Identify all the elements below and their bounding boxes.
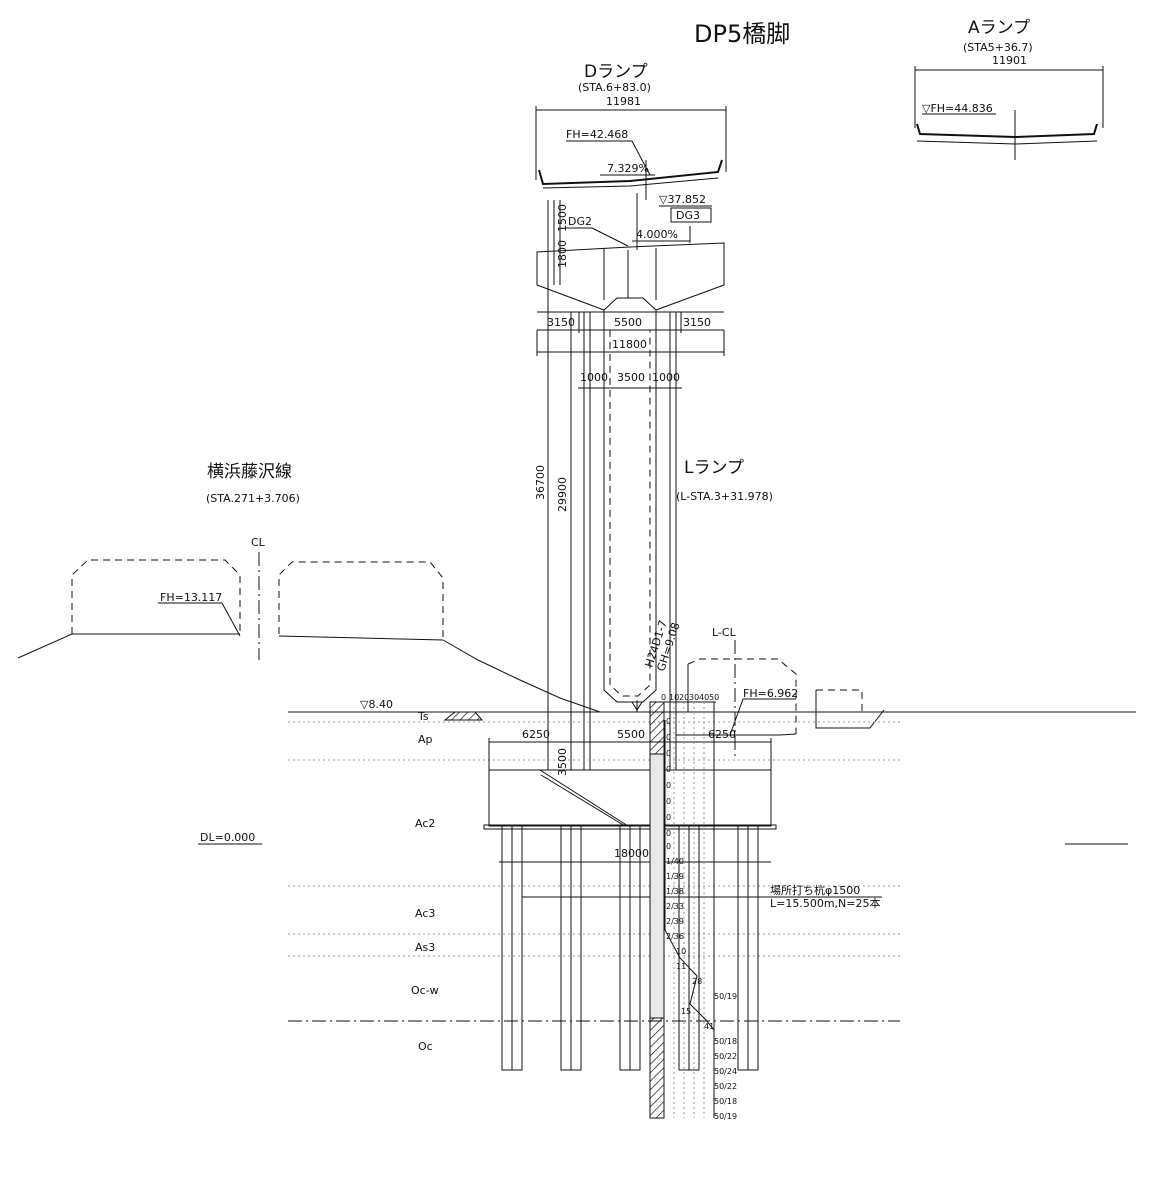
boring-fill-upper: [649, 701, 665, 755]
n-value-6: 0: [666, 797, 671, 806]
scale-0: 0: [661, 693, 666, 702]
n-value-18: 28: [692, 977, 702, 986]
scale-40: 40: [699, 693, 709, 702]
n-value-24: 50/24: [714, 1067, 737, 1076]
cap-dim-mid: 5500: [614, 316, 642, 329]
n-value-22: 50/18: [714, 1037, 737, 1046]
d-ramp-section: Dランプ (STA.6+83.0) 11981 FH=42.468 7.329%: [535, 62, 727, 200]
n-value-20: 15: [681, 1007, 691, 1016]
n-value-7: 0: [666, 813, 671, 822]
col-h-column: 29900: [556, 477, 569, 512]
yoko-name: 横浜藤沢線: [207, 462, 292, 482]
scale-50: 50: [709, 693, 719, 702]
n-value-23: 50/22: [714, 1052, 737, 1061]
n-value-19: 50/19: [714, 992, 737, 1001]
a-ramp-fh: ▽FH=44.836: [922, 102, 993, 115]
n-value-25: 50/22: [714, 1082, 737, 1091]
n-value-11: 1/39: [666, 872, 684, 881]
footing-dim-mid: 5500: [617, 728, 645, 741]
drawing-title: DP5橋脚: [694, 20, 790, 48]
layer-ac2: Ac2: [415, 817, 435, 830]
layer-oc-w: Oc-w: [411, 984, 439, 997]
layer-oc: Oc: [418, 1040, 433, 1053]
n-value-26: 50/18: [714, 1097, 737, 1106]
yokohama-fujisawa-section: 横浜藤沢線 (STA.271+3.706) CL FH=13.117: [17, 462, 601, 713]
col-dim-mid: 3500: [617, 371, 645, 384]
n-value-4: 0: [666, 765, 671, 774]
n-value-27: 50/19: [714, 1112, 737, 1121]
d-ramp-name: Dランプ: [584, 62, 648, 82]
n-value-15: 2/36: [666, 932, 684, 941]
footing-dim-left: 6250: [522, 728, 550, 741]
boring-fill-lower: [649, 1017, 665, 1119]
datum-level: DL=0.000: [200, 831, 255, 844]
n-value-5: 0: [666, 781, 671, 790]
col-dim-left: 1000: [580, 371, 608, 384]
col-dim-right: 1000: [652, 371, 680, 384]
layer-as3: As3: [415, 941, 435, 954]
cap-h2: 1500: [556, 204, 569, 232]
n-value-10: 1/40: [666, 857, 684, 866]
piles: 場所打ち杭φ1500 L=15.500m,N=25本: [501, 825, 882, 1071]
n-value-9: 0: [666, 842, 671, 851]
pier-column: 1000 3500 1000 36700 29900: [534, 200, 682, 770]
cap-slope: 4.000%: [636, 228, 678, 241]
footing-width: 18000: [614, 847, 649, 860]
pier-cap: ▽37.852 DG3 DG2 4.000% 1800 1500 3150 55…: [536, 193, 725, 356]
a-ramp-width: 11901: [992, 54, 1027, 67]
cap-h1: 1800: [556, 240, 569, 268]
a-ramp-section: Aランプ (STA5+36.7) 11901 ▽FH=44.836: [914, 18, 1104, 160]
n-value-12: 1/38: [666, 887, 684, 896]
cap-total: 11800: [612, 338, 647, 351]
n-value-1: 0: [666, 717, 671, 726]
cap-dim-left: 3150: [547, 316, 575, 329]
l-ramp-sta: (L-STA.3+31.978): [676, 490, 773, 503]
layer-ac3: Ac3: [415, 907, 435, 920]
n-value-21: 41: [704, 1022, 714, 1031]
n-value-8: 0: [666, 829, 671, 838]
yoko-fh: FH=13.117: [160, 591, 222, 604]
yoko-sta: (STA.271+3.706): [206, 492, 300, 505]
n-value-14: 2/39: [666, 917, 684, 926]
a-ramp-name: Aランプ: [968, 18, 1030, 38]
n-value-17: 11: [676, 962, 686, 971]
d-ramp-slope: 7.329%: [607, 162, 649, 175]
d-ramp-width: 11981: [606, 95, 641, 108]
n-value-2: 0: [666, 733, 671, 742]
d-ramp-sta: (STA.6+83.0): [578, 81, 651, 94]
ground-profile: ▽8.40 DL=0.000 Ts Ap Ac2 Ac3 As3 Oc-w Oc: [198, 698, 1136, 1053]
l-ramp-section: Lランプ (L-STA.3+31.978) L-CL FH=6.962: [676, 458, 885, 760]
cap-top-level: ▽37.852: [659, 193, 706, 206]
scale-20: 20: [679, 693, 689, 702]
d-ramp-fh: FH=42.468: [566, 128, 628, 141]
pile-spec-line1: 場所打ち杭φ1500: [770, 883, 860, 897]
n-value-3: 0: [666, 749, 671, 758]
col-h-total: 36700: [534, 465, 547, 500]
a-ramp-sta: (STA5+36.7): [963, 41, 1033, 54]
layer-ap: Ap: [418, 733, 433, 746]
n-value-16: 10: [676, 947, 686, 956]
l-ramp-name: Lランプ: [684, 458, 744, 478]
boring-log: H24D1-7 GH=9.08 0 10 20 30 40 50 0 0 0 0…: [642, 619, 737, 1121]
layer-ts: Ts: [417, 710, 429, 723]
dg3-label: DG3: [676, 209, 700, 222]
l-ramp-cl: L-CL: [712, 626, 737, 639]
l-ramp-fh: FH=6.962: [743, 687, 798, 700]
pile-spec-line2: L=15.500m,N=25本: [770, 896, 881, 910]
scale-10: 10: [669, 693, 679, 702]
yoko-cl: CL: [251, 536, 266, 549]
scale-30: 30: [689, 693, 699, 702]
footing-dim-right: 6250: [708, 728, 736, 741]
dg2-label: DG2: [568, 215, 592, 228]
footing-depth: 3500: [556, 748, 569, 776]
n-value-13: 2/33: [666, 902, 684, 911]
cap-dim-right: 3150: [683, 316, 711, 329]
ground-level: ▽8.40: [360, 698, 393, 711]
